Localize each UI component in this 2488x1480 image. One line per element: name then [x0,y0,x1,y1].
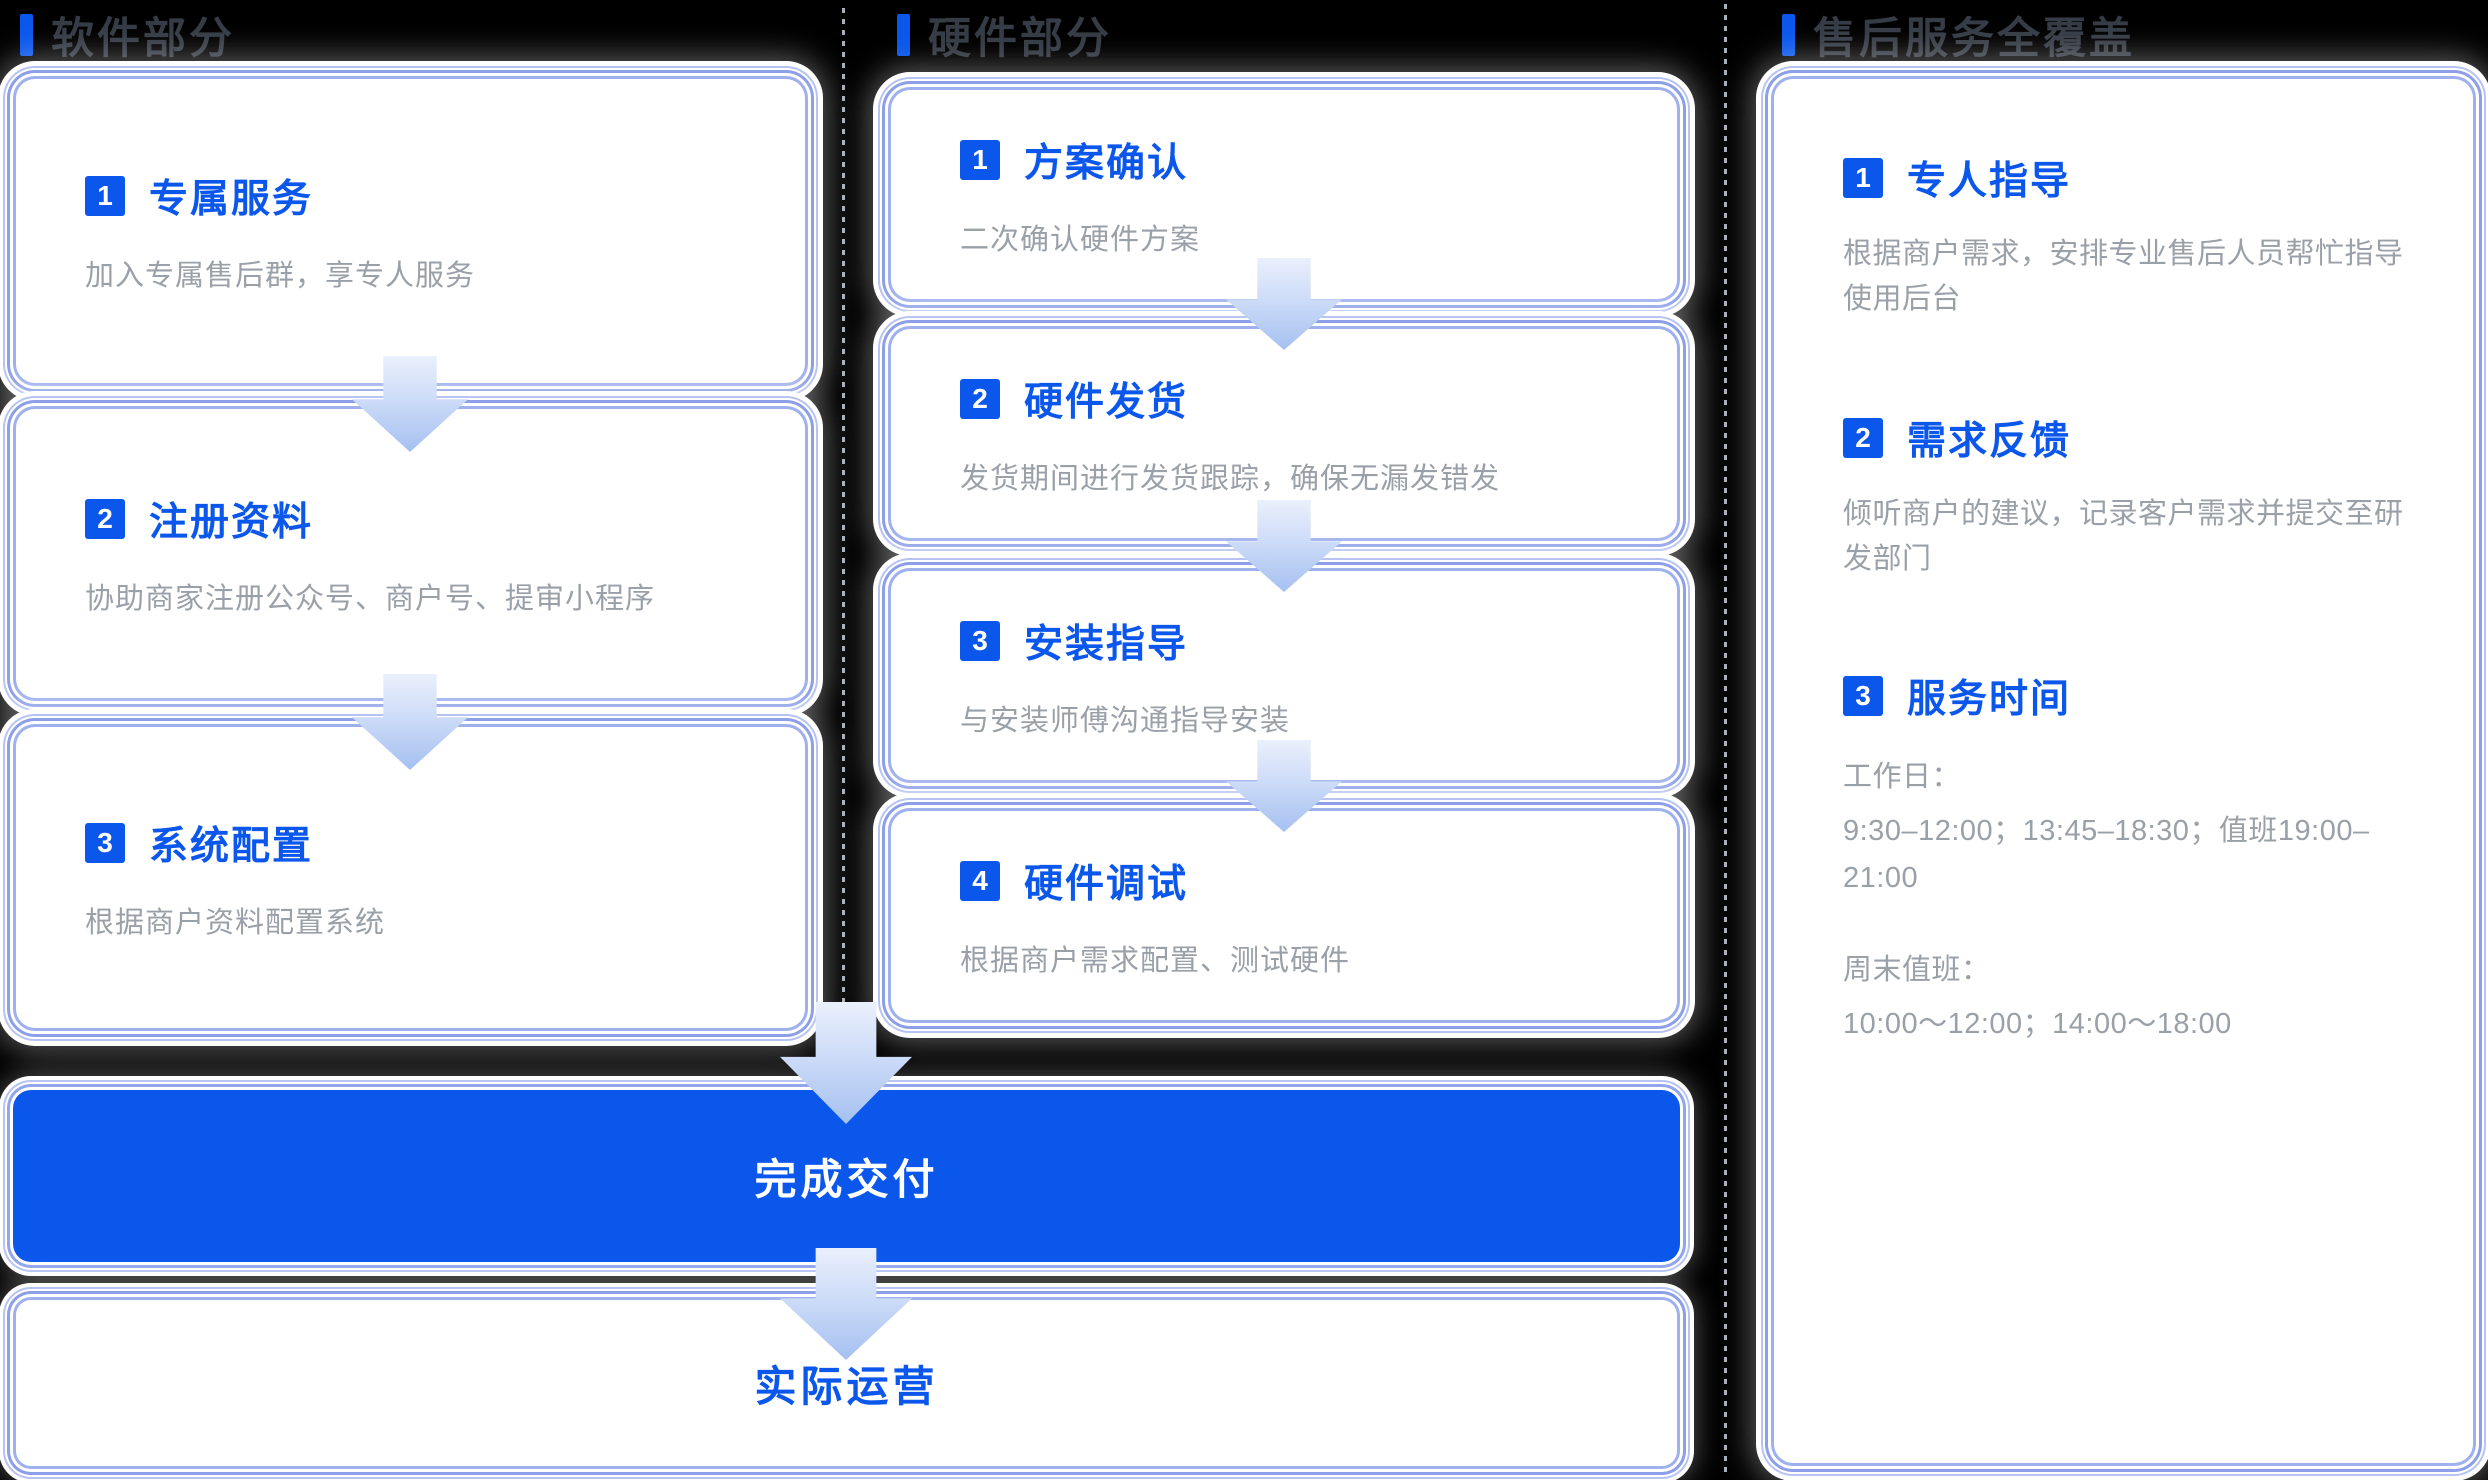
hardware-step-card-2: 2 硬件发货 发货期间进行发货跟踪，确保无漏发错发 [888,326,1680,541]
software-step-card-1: 1 专属服务 加入专属售后群，享专人服务 [13,76,808,386]
step-description: 协助商家注册公众号、商户号、提审小程序 [85,582,656,615]
header-accent-bar [20,14,33,56]
section-header-hardware: 硬件部分 [897,10,1112,63]
schedule-weekday-block: 工作日： 9:30–12:00；13:45–18:30；值班19:00–21:0… [1843,754,2421,901]
step-description: 二次确认硬件方案 [960,223,1201,256]
item-title: 专人指导 [1907,160,2072,203]
step-title-row: 2 注册资料 [85,491,768,547]
step-title: 安装指导 [1024,622,1189,666]
delivery-complete-label: 完成交付 [754,1155,939,1203]
column-divider-1 [842,8,845,1003]
item-title-row: 1 专人指导 [1843,150,2421,206]
actual-operation-label: 实际运营 [754,1362,939,1410]
section-title-software: 软件部分 [51,15,235,63]
schedule-value: 10:00～12:00；14:00～18:00 [1843,1008,2232,1041]
item-title-row: 2 需求反馈 [1843,410,2421,466]
item-number-badge: 1 [1843,158,1883,198]
step-description: 根据商户资料配置系统 [85,906,386,939]
step-description: 发货期间进行发货跟踪，确保无漏发错发 [960,462,1501,495]
aftersales-item-3: 3 服务时间 工作日： 9:30–12:00；13:45–18:30；值班19:… [1843,668,2421,1048]
section-header-aftersales: 售后服务全覆盖 [1782,10,2135,63]
hardware-step-card-3: 3 安装指导 与安装师傅沟通指导安装 [888,568,1680,783]
step-number-badge: 1 [960,139,1000,180]
section-title-aftersales: 售后服务全覆盖 [1813,15,2135,63]
step-title: 专属服务 [149,178,314,221]
step-title: 注册资料 [149,500,314,544]
header-accent-bar [897,14,910,56]
section-header-software: 软件部分 [20,10,235,63]
hardware-step-card-4: 4 硬件调试 根据商户需求配置、测试硬件 [888,808,1680,1023]
header-accent-bar [1782,14,1795,56]
aftersales-item-1: 1 专人指导 根据商户需求，安排专业售后人员帮忙指导使用后台 [1843,150,2421,322]
step-title-row: 4 硬件调试 [960,853,1640,909]
step-number-badge: 3 [960,620,1000,661]
aftersales-item-2: 2 需求反馈 倾听商户的建议，记录客户需求并提交至研发部门 [1843,410,2421,582]
step-title-row: 3 系统配置 [85,815,768,871]
step-number-badge: 1 [85,176,125,216]
step-number-badge: 4 [960,860,1000,901]
column-divider-2 [1724,4,1727,1476]
schedule-label: 工作日： [1843,760,1962,793]
section-title-hardware: 硬件部分 [928,15,1112,63]
software-step-card-3: 3 系统配置 根据商户资料配置系统 [13,724,808,1031]
aftersales-panel: 1 专人指导 根据商户需求，安排专业售后人员帮忙指导使用后台 2 需求反馈 倾听… [1771,76,2476,1466]
step-title: 系统配置 [149,824,314,868]
item-description: 根据商户需求，安排专业售后人员帮忙指导使用后台 [1843,238,2404,315]
step-title: 方案确认 [1024,141,1189,185]
step-title: 硬件调试 [1024,862,1189,906]
step-title-row: 3 安装指导 [960,613,1640,669]
software-step-card-2: 2 注册资料 协助商家注册公众号、商户号、提审小程序 [13,406,808,701]
step-number-badge: 2 [85,498,125,539]
schedule-label: 周末值班： [1843,953,1991,986]
step-title-row: 2 硬件发货 [960,371,1640,427]
schedule-weekend-block: 周末值班： 10:00～12:00；14:00～18:00 [1843,947,2421,1048]
step-title-row: 1 专属服务 [85,168,768,224]
step-description: 与安装师傅沟通指导安装 [960,704,1291,737]
step-title: 硬件发货 [1024,380,1189,424]
item-title: 需求反馈 [1907,419,2072,463]
item-description: 倾听商户的建议，记录客户需求并提交至研发部门 [1843,497,2404,575]
item-title-row: 3 服务时间 [1843,668,2421,724]
step-number-badge: 2 [960,378,1000,419]
schedule-value: 9:30–12:00；13:45–18:30；值班19:00–21:00 [1843,815,2370,894]
step-description: 加入专属售后群，享专人服务 [85,260,476,292]
item-number-badge: 2 [1843,417,1883,458]
item-title: 服务时间 [1907,677,2072,721]
step-number-badge: 3 [85,822,125,863]
step-description: 根据商户需求配置、测试硬件 [960,944,1351,977]
item-number-badge: 3 [1843,675,1883,716]
step-title-row: 1 方案确认 [960,132,1640,188]
